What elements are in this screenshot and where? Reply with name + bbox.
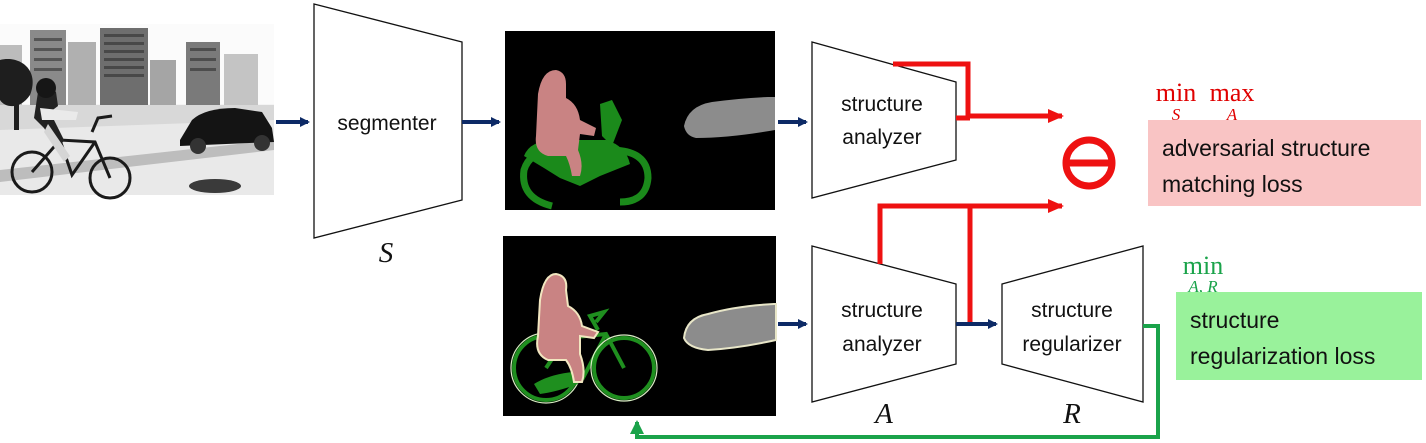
regularization-loss-line1: structure [1190,307,1280,333]
regularization-loss-box: structure regularization loss [1176,292,1422,380]
analyzer-symbol: A [873,398,893,430]
minus-circle-icon [1062,136,1116,190]
objective-sub-AR: A, R [1187,277,1218,296]
segmenter-symbol: S [379,237,394,269]
analyzer-top-line2: analyzer [842,126,921,149]
objective-min-S: min [1156,78,1196,107]
regularizer-line2: regularizer [1022,333,1121,356]
regularization-objective: min A, R [1183,251,1223,296]
flow-arrows [276,117,998,329]
adversarial-loss-line1: adversarial structure [1162,135,1371,161]
regularization-loss-line2: regularization loss [1190,343,1376,369]
regularizer-symbol: R [1062,398,1081,430]
objective-min-AR: min [1183,251,1223,280]
objective-sub-A: A [1226,105,1238,124]
red-path-top [893,61,1064,123]
structure-analyzer-top: structure analyzer [811,41,957,199]
adversarial-loss-box: adversarial structure matching loss [1148,120,1421,206]
car-mask [684,97,775,138]
objective-sub-S: S [1172,105,1181,124]
gt-car-mask [682,303,777,352]
ground-truth-segmentation-map [503,236,777,416]
structure-analyzer-bottom: structure analyzer A [811,245,957,430]
red-path-bottom [877,199,1064,264]
analyzer-top-line1: structure [841,93,923,116]
regularizer-line1: structure [1031,299,1113,322]
adversarial-loss-line2: matching loss [1162,171,1303,197]
analyzer-bottom-line2: analyzer [842,333,921,356]
objective-max-A: max [1210,78,1255,107]
structure-regularizer: structure regularizer R [1001,245,1144,430]
adversarial-arrows [877,61,1064,322]
input-photo [0,24,274,200]
person-mask [535,70,596,176]
adversarial-objective: min S max A [1156,78,1255,124]
analyzer-bottom-line1: structure [841,299,923,322]
segmenter-label: segmenter [337,112,436,135]
feedback-arrow [630,324,1160,439]
predicted-segmentation-map [505,31,775,210]
segmenter-block: segmenter S [313,3,463,269]
gt-person-mask [536,272,600,383]
